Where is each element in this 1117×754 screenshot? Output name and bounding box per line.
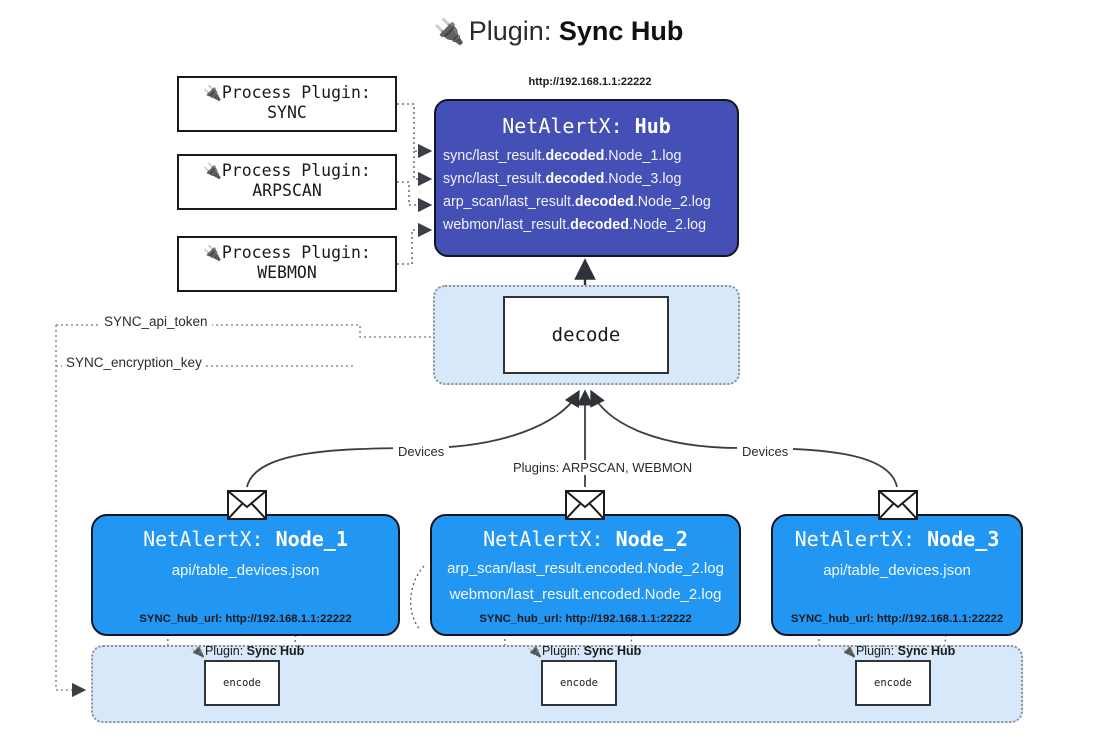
node-title-name: Node_2 [615,527,688,551]
encoder-caption: 🔌Plugin: Sync Hub [190,644,304,658]
hub-title-name: Hub [634,114,671,138]
encode-box[interactable]: encode [204,660,280,706]
process-plugin-label: Process Plugin: [221,83,371,102]
node-title-name: Node_1 [275,527,348,551]
process-plugin-header-arpscan: 🔌Process Plugin: [179,161,395,181]
node-hub-url-footer: SYNC_hub_url: http://192.168.1.1:22222 [139,613,352,625]
electric-plug-icon: 🔌 [203,84,222,102]
envelope-icon [227,490,267,520]
node-hub-url-footer: SYNC_hub_url: http://192.168.1.1:22222 [790,613,1004,625]
hub-log-line-4: webmon/last_result.decoded.Node_2.log [443,217,707,233]
process-plugin-box-webmon[interactable]: 🔌Process Plugin: WEBMON [177,236,397,292]
electric-plug-icon: 🔌 [203,244,222,262]
encoder-caption-name: Sync Hub [246,644,305,658]
sync-api-token-label: SYNC_api_token [100,314,212,329]
electric-plug-icon: 🔌 [203,162,222,180]
node-file-line: arp_scan/last_result.encoded.Node_2.log [447,560,724,577]
hub-title: NetAlertX: Hub [436,114,737,138]
encoder-caption-name: Sync Hub [583,644,642,658]
encoder-caption-prefix: Plugin: [855,644,895,658]
electric-plug-icon: 🔌 [190,644,205,658]
process-plugin-name-sync: SYNC [267,103,307,123]
decode-box[interactable]: decode [503,296,669,374]
hub-title-prefix: NetAlertX: [502,114,623,138]
electric-plug-icon: 🔌 [841,644,856,658]
envelope-icon [565,490,605,520]
hub-log-line-3: arp_scan/last_result.decoded.Node_2.log [443,194,711,210]
edge-label-devices-right: Devices [737,444,794,459]
node-file-line: webmon/last_result.encoded.Node_2.log [449,586,722,603]
electric-plug-icon: 🔌 [433,18,465,46]
encoder-caption: 🔌Plugin: Sync Hub [841,644,955,658]
page-title: 🔌Plugin: Sync Hub [0,16,1117,47]
hub-node-box[interactable]: NetAlertX: Hub sync/last_result.decoded.… [434,99,739,257]
hub-url-label: http://192.168.1.1:22222 [528,76,652,88]
node-title-name: Node_3 [927,527,1000,551]
node-title-prefix: NetAlertX: [483,527,604,551]
node-title-prefix: NetAlertX: [794,527,916,551]
encode-box[interactable]: encode [541,660,617,706]
process-plugin-name-webmon: WEBMON [257,263,317,283]
encode-box[interactable]: encode [855,660,931,706]
node-hub-url-footer: SYNC_hub_url: http://192.168.1.1:22222 [479,613,692,625]
page-title-name: Sync Hub [558,16,684,46]
envelope-icon [878,490,918,520]
node-box-node-3[interactable]: NetAlertX: Node_3 api/table_devices.json… [771,514,1023,636]
encoder-group-node-2: 🔌Plugin: Sync Hub encode [527,644,641,706]
node-box-node-1[interactable]: NetAlertX: Node_1 api/table_devices.json… [91,514,400,636]
process-plugin-header-sync: 🔌Process Plugin: [179,83,395,103]
encoder-caption: 🔌Plugin: Sync Hub [527,644,641,658]
process-plugin-header-webmon: 🔌Process Plugin: [179,243,395,263]
hub-log-line-1: sync/last_result.decoded.Node_1.log [443,148,682,164]
edge-label-devices-left: Devices [393,444,450,459]
node-file-line: api/table_devices.json [823,562,971,579]
sync-encryption-key-label: SYNC_encryption_key [62,355,206,370]
encoder-group-node-1: 🔌Plugin: Sync Hub encode [190,644,304,706]
encoder-caption-prefix: Plugin: [541,644,581,658]
hub-log-line-2: sync/last_result.decoded.Node_3.log [443,171,682,187]
encoder-caption-prefix: Plugin: [204,644,244,658]
page-title-prefix: Plugin: [468,16,552,46]
node-title: NetAlertX: Node_1 [93,527,398,551]
node-title-prefix: NetAlertX: [143,527,264,551]
process-plugin-box-sync[interactable]: 🔌Process Plugin: SYNC [177,76,397,132]
process-plugin-name-arpscan: ARPSCAN [252,181,322,201]
process-plugin-label: Process Plugin: [221,243,371,262]
node-title: NetAlertX: Node_3 [773,527,1021,551]
process-plugin-label: Process Plugin: [221,161,371,180]
electric-plug-icon: 🔌 [527,644,542,658]
node-file-line: api/table_devices.json [171,562,320,579]
node-box-node-2[interactable]: NetAlertX: Node_2 arp_scan/last_result.e… [430,514,741,636]
edge-label-plugins-middle: Plugins: ARPSCAN, WEBMON [508,460,698,475]
encoder-group-node-3: 🔌Plugin: Sync Hub encode [841,644,955,706]
encoder-caption-name: Sync Hub [897,644,956,658]
node-title: NetAlertX: Node_2 [432,527,739,551]
process-plugin-box-arpscan[interactable]: 🔌Process Plugin: ARPSCAN [177,154,397,210]
